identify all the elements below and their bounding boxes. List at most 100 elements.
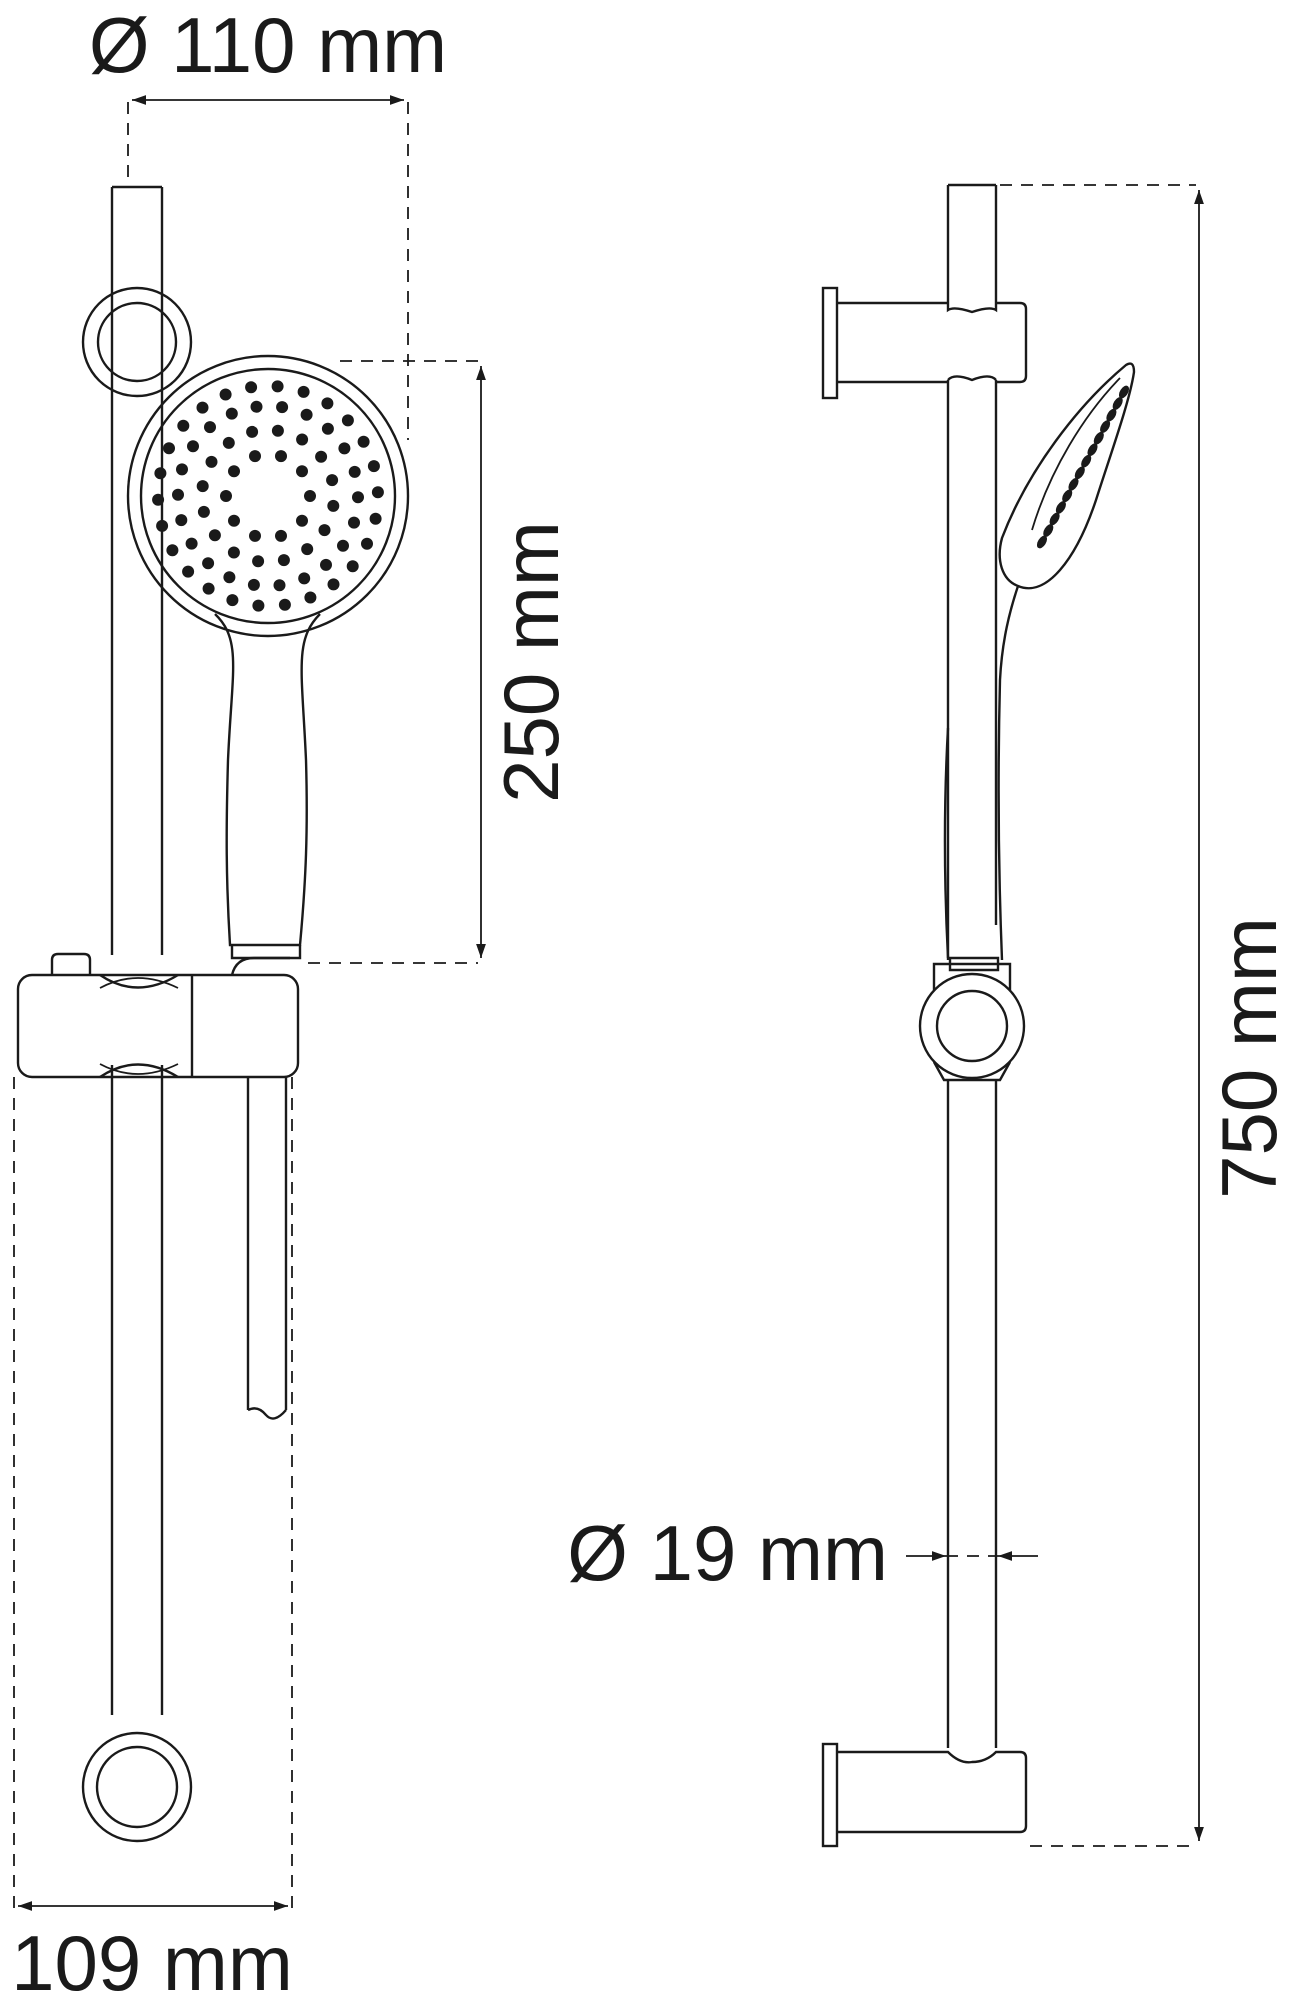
spray-nozzle [228, 514, 240, 527]
spray-nozzle [357, 435, 370, 448]
side-spray-nozzle [1049, 512, 1060, 526]
spray-nozzle [275, 450, 287, 463]
side-spray-nozzles [1036, 385, 1130, 549]
spray-nozzle [205, 455, 218, 468]
spray-nozzle [223, 571, 236, 584]
spray-nozzle [250, 400, 263, 413]
side-spray-nozzle [1055, 501, 1066, 514]
side-spray-nozzle [1036, 535, 1048, 549]
spray-nozzle [367, 460, 380, 473]
side-spray-nozzle [1112, 397, 1123, 410]
dim-head-diameter-label: Ø 110 mm [89, 1, 447, 89]
spray-nozzle [196, 480, 209, 493]
front-bottom-bracket [81, 1731, 193, 1843]
front-handset [126, 354, 410, 960]
spray-nozzle [304, 490, 316, 502]
spray-nozzle [163, 442, 175, 455]
side-spray-nozzle [1106, 408, 1117, 422]
front-view: Ø 110 mm 250 mm 109 mm [11, 1, 575, 2007]
spray-nozzle [246, 425, 259, 438]
spray-nozzle [338, 442, 351, 455]
spray-nozzle [222, 436, 235, 449]
side-bottom-bracket [821, 1742, 1028, 1848]
dim-rail-diameter: Ø 19 mm [567, 1509, 1038, 1597]
side-spray-nozzle [1081, 454, 1092, 468]
spray-nozzle [301, 543, 314, 556]
spray-nozzle [298, 572, 311, 585]
dim-rail-height: 750 mm [1000, 184, 1293, 1847]
spray-nozzle [361, 537, 373, 550]
spray-nozzle [177, 419, 190, 432]
spray-nozzle [321, 422, 334, 435]
front-hose [246, 1077, 288, 1420]
spray-nozzles [152, 380, 384, 612]
spray-nozzle [346, 560, 359, 573]
spray-nozzle [348, 516, 360, 529]
spray-nozzle [202, 582, 215, 595]
side-rail [946, 183, 998, 1748]
spray-nozzle [166, 544, 179, 557]
side-spray-nozzle [1062, 489, 1073, 503]
spray-nozzle [252, 555, 265, 568]
spray-nozzle [185, 537, 198, 550]
spray-nozzle [226, 594, 239, 607]
side-spray-nozzle [1043, 524, 1054, 537]
side-view: Ø 19 mm 750 mm [567, 183, 1293, 1848]
dim-rail-height-label: 750 mm [1205, 917, 1293, 1199]
dim-slider-depth-label: 109 mm [11, 1919, 293, 2007]
spray-nozzle [326, 474, 339, 487]
spray-nozzle [156, 519, 169, 532]
dim-slider-depth: 109 mm [11, 1077, 293, 2007]
spray-nozzle [252, 599, 265, 612]
spray-nozzle [227, 546, 240, 559]
spray-nozzle [202, 557, 215, 570]
spray-nozzle [352, 491, 364, 504]
spray-nozzle [228, 465, 240, 478]
spray-nozzle [219, 388, 232, 401]
spray-nozzle [296, 433, 309, 446]
side-spray-nozzle [1087, 443, 1098, 457]
spray-nozzle [196, 401, 209, 414]
spray-nozzle [249, 529, 261, 542]
dim-handset-length-label: 250 mm [487, 521, 575, 803]
spray-nozzle [271, 380, 284, 393]
spray-nozzle [154, 467, 167, 480]
spray-nozzle [315, 450, 328, 463]
spray-nozzle [327, 578, 340, 591]
spray-nozzle [275, 529, 287, 542]
spray-nozzle [208, 529, 221, 542]
side-spray-nozzle [1118, 385, 1130, 399]
spray-nozzle [276, 401, 289, 414]
spray-nozzle [318, 524, 331, 537]
spray-nozzle [176, 463, 188, 476]
spray-nozzle [337, 539, 349, 552]
spray-nozzle [327, 499, 340, 512]
side-spray-nozzle [1100, 420, 1111, 433]
spray-nozzle [296, 514, 308, 527]
spray-nozzle [320, 558, 332, 571]
front-slider [16, 952, 300, 1079]
spray-nozzle [371, 486, 384, 499]
spray-nozzle [175, 514, 188, 527]
front-rail [110, 185, 164, 1715]
side-spray-nozzle [1074, 466, 1085, 480]
spray-nozzle [220, 490, 232, 502]
spray-nozzle [278, 598, 291, 611]
spray-nozzle [304, 591, 317, 604]
side-top-bracket [821, 286, 1028, 400]
dim-rail-diameter-label: Ø 19 mm [567, 1509, 888, 1597]
spray-nozzle [204, 421, 216, 434]
spray-nozzle [321, 397, 334, 410]
spray-nozzle [296, 465, 308, 478]
dim-head-diameter: Ø 110 mm [89, 1, 447, 440]
side-spray-nozzle [1093, 431, 1104, 445]
front-top-bracket [81, 286, 193, 398]
spray-nozzle [369, 512, 382, 525]
spray-nozzle [273, 579, 286, 592]
spray-nozzle [225, 407, 238, 420]
spray-nozzle [245, 381, 258, 394]
spray-nozzle [152, 493, 165, 506]
spray-nozzle [277, 554, 290, 567]
side-handset [943, 362, 1136, 972]
spray-nozzle [182, 565, 195, 578]
